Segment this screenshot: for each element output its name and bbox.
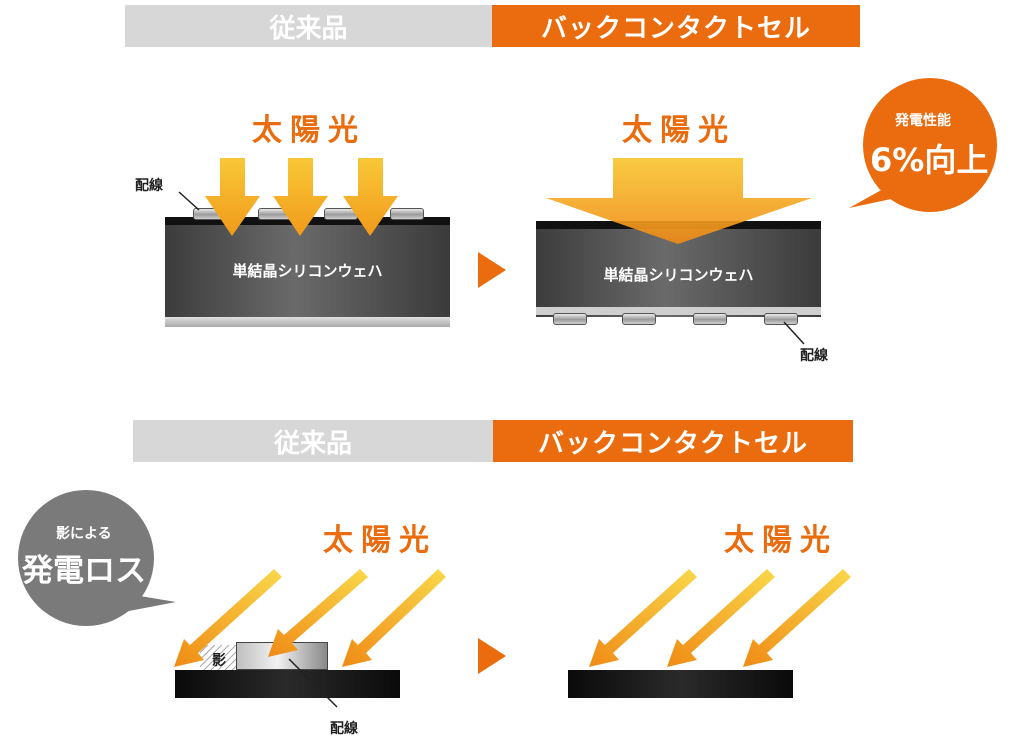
top-left-back-layer [165,317,450,327]
bottom-right-sunlight-label: 太陽光 [724,523,838,558]
bottom-callout-bubble [18,490,176,626]
sun-wide-arrow-icon [546,158,812,244]
top-comparison-arrow-icon [478,252,506,288]
top-left-sun-arrows [205,158,398,236]
top-right-sun-arrow [546,158,812,244]
top-header-back-contact: バックコンタクトセル [492,5,860,47]
bottom-left-shadow-hatch [200,645,236,670]
bottom-left-cell-layer [175,670,400,698]
diagonal-sun-arrow-icon [174,569,446,667]
top-left-wafer-label: 単結晶シリコンウェハ [232,262,383,280]
bottom-right-cell-layer [568,670,793,698]
top-right-wiring-leader [783,321,805,345]
top-callout-line2: 6%向上 [870,141,989,179]
bottom-header-back-contact: バックコンタクトセル [493,420,853,462]
sun-arrow-icon [205,158,398,236]
top-left-sunlight-label: 太陽光 [252,113,366,148]
top-right-wiring-2 [622,313,656,325]
bottom-comparison-header: 従来品 バックコンタクトセル [133,420,853,462]
top-right-back-layer [536,307,821,315]
top-header-conventional: 従来品 [125,5,492,47]
diagonal-sun-arrow-icon [589,569,851,667]
top-left-wiring-4 [390,208,424,220]
bottom-left-wiring-leader [288,658,338,708]
bottom-left-sun-rays [174,569,446,667]
top-right-wiring-4 [764,313,798,325]
bottom-callout-line1: 影による [56,526,112,542]
bottom-right-sun-rays [589,569,851,667]
top-right-wiring-label: 配線 [800,348,828,364]
bottom-callout-line2: 発電ロス [22,553,146,589]
bottom-left-shadow-label: 影 [212,653,226,669]
top-callout-bubble [849,78,997,212]
top-right-sunlight-label: 太陽光 [622,113,736,148]
bottom-comparison-arrow-icon [478,638,506,674]
top-left-wiring-leader [178,191,200,211]
top-callout-line1: 発電性能 [895,113,951,129]
bottom-header-conventional: 従来品 [133,420,493,462]
bottom-left-wiring-label: 配線 [330,721,358,737]
top-right-wiring-3 [693,313,727,325]
bottom-left-sunlight-label: 太陽光 [323,523,437,558]
top-right-wafer-label: 単結晶シリコンウェハ [603,266,754,284]
top-right-wiring-1 [553,313,587,325]
top-left-wiring-label: 配線 [135,178,163,194]
top-comparison-header: 従来品 バックコンタクトセル [125,5,860,47]
